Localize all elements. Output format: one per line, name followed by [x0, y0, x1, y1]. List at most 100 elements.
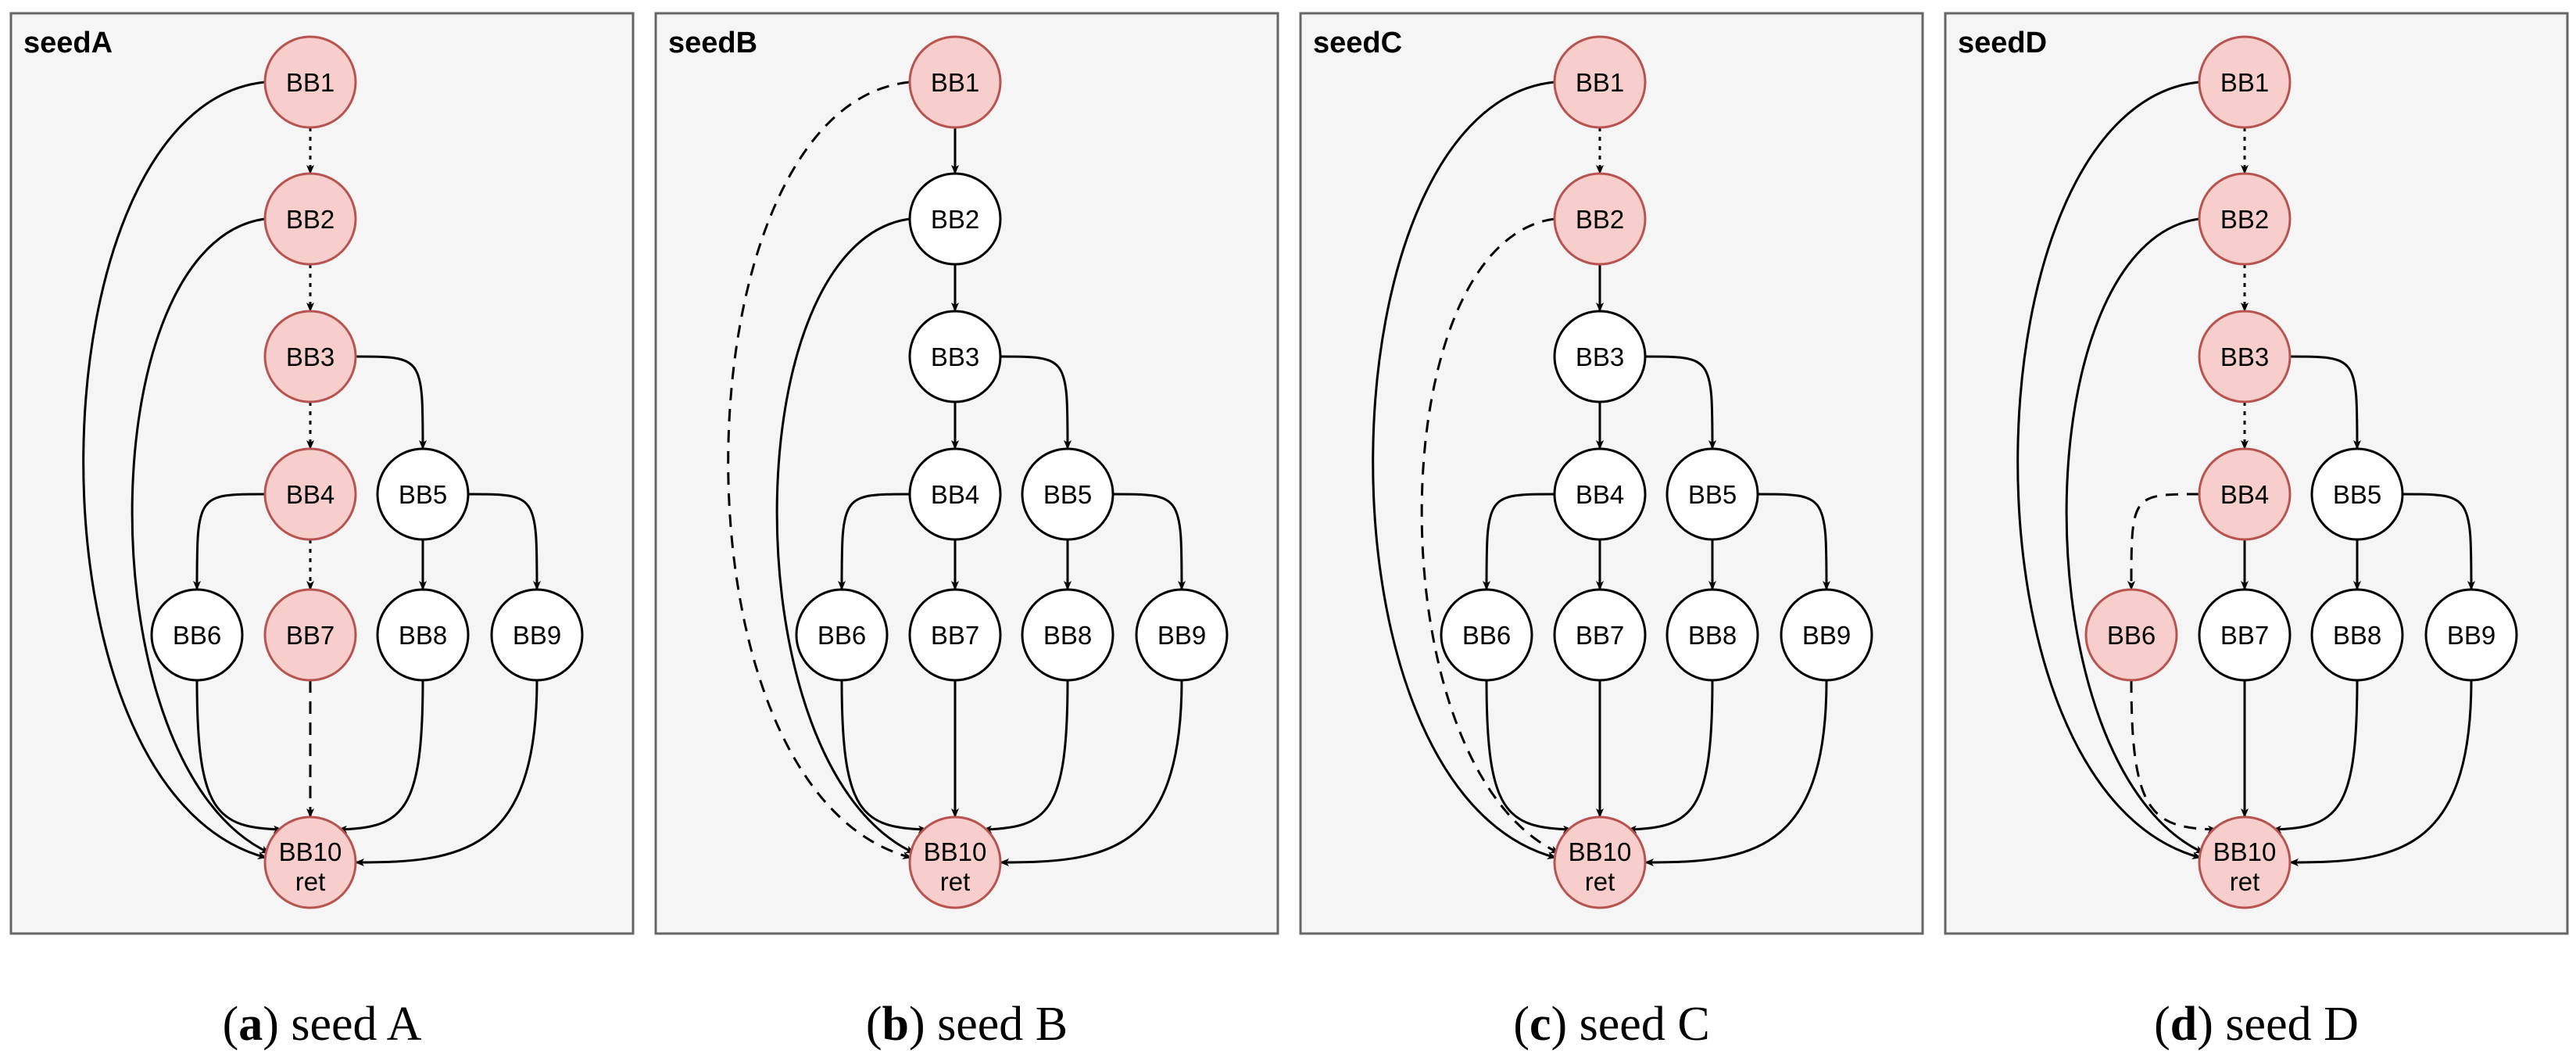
edge-bb1-bb10 [1372, 81, 1557, 860]
node-circle [1021, 447, 1114, 541]
edge-bb1-bb10 [2016, 81, 2202, 860]
node-label: BB2 [1576, 205, 1624, 234]
node-circle [263, 447, 357, 541]
node-label: BB5 [1688, 480, 1737, 509]
node-bb6: BB6 [795, 588, 889, 682]
caption-text: seed D [2225, 998, 2358, 1051]
node-label: BB10 [924, 837, 987, 866]
node-circle [908, 310, 1002, 403]
panel-caption: (b) seed B [866, 998, 1068, 1051]
node-circle [1021, 588, 1114, 682]
node-circle [2084, 588, 2178, 682]
caption-text: seed C [1580, 998, 1710, 1051]
caption-close-paren: ) [909, 998, 937, 1051]
node-bb7: BB7 [1553, 588, 1647, 682]
edge-bb5-bb9 [1112, 493, 1186, 590]
node-circle [1780, 588, 1873, 682]
node-circle [150, 588, 244, 682]
node-circle [2310, 447, 2404, 541]
caption-letter: c [1530, 998, 1551, 1051]
node-sublabel: ret [1585, 867, 1615, 896]
edges [2016, 81, 2475, 866]
node-label: BB7 [1576, 621, 1624, 650]
edges [727, 81, 1186, 866]
node-label: BB8 [2333, 621, 2381, 650]
edge-bb3-bb5 [2289, 355, 2361, 450]
caption-text: seed A [291, 998, 421, 1051]
caption-letter: d [2170, 998, 2197, 1051]
node-circle [2198, 172, 2292, 266]
node-bb5: BB5 [1021, 447, 1114, 541]
caption-text: seed B [937, 998, 1068, 1051]
node-label: BB10 [1569, 837, 1632, 866]
node-label: BB4 [931, 480, 979, 509]
node-bb9: BB9 [490, 588, 584, 682]
node-circle [1553, 447, 1647, 541]
node-label: BB1 [286, 68, 335, 97]
node-label: BB3 [286, 342, 335, 371]
node-circle [1440, 588, 1533, 682]
edge-bb6-bb10 [2130, 679, 2217, 833]
node-bb2: BB2 [1553, 172, 1647, 266]
node-bb5: BB5 [1665, 447, 1759, 541]
node-bb4: BB4 [908, 447, 1002, 541]
edge-bb9-bb10 [1000, 679, 1183, 866]
edge-bb4-bb6 [838, 493, 911, 590]
edge-bb6-bb10 [195, 679, 283, 833]
caption-open-paren: ( [1513, 998, 1530, 1051]
node-label: BB8 [1688, 621, 1737, 650]
edge-bb3-bb5 [1000, 355, 1072, 450]
edge-bb2-bb10 [131, 217, 270, 855]
node-circle [908, 35, 1002, 129]
node-bb8: BB8 [1021, 588, 1114, 682]
node-bb4: BB4 [1553, 447, 1647, 541]
node-circle [490, 588, 584, 682]
node-label: BB1 [2220, 68, 2269, 97]
node-circle [2310, 588, 2404, 682]
edge-bb8-bb10 [1627, 679, 1714, 833]
node-label: BB1 [931, 68, 979, 97]
panel-label: seedB [668, 27, 757, 59]
node-circle [908, 815, 1002, 909]
node-circle [908, 447, 1002, 541]
node-bb7: BB7 [908, 588, 1002, 682]
node-label: BB8 [1043, 621, 1092, 650]
node-circle [263, 172, 357, 266]
edge-bb6-bb10 [840, 679, 928, 833]
caption-close-paren: ) [1551, 998, 1580, 1051]
node-label: BB4 [286, 480, 335, 509]
edge-bb5-bb9 [2402, 493, 2475, 590]
node-label: BB5 [2333, 480, 2381, 509]
node-label: BB9 [1802, 621, 1851, 650]
node-bb3: BB3 [263, 310, 357, 403]
node-circle [2198, 35, 2292, 129]
node-sublabel: ret [940, 867, 971, 896]
edge-bb8-bb10 [2272, 679, 2359, 833]
caption-letter: a [238, 998, 263, 1051]
edge-bb3-bb5 [1644, 355, 1716, 450]
node-circle [795, 588, 889, 682]
caption-letter: b [882, 998, 908, 1051]
node-circle [263, 588, 357, 682]
caption-open-paren: ( [2154, 998, 2170, 1051]
node-bb3: BB3 [1553, 310, 1647, 403]
panel-caption: (c) seed C [1513, 998, 1709, 1051]
node-circle [1553, 310, 1647, 403]
node-bb3: BB3 [908, 310, 1002, 403]
node-label: BB6 [818, 621, 866, 650]
node-label: BB5 [1043, 480, 1092, 509]
edge-bb3-bb5 [355, 355, 427, 450]
node-label: BB6 [2107, 621, 2156, 650]
caption-close-paren: ) [263, 998, 291, 1051]
node-bb1: BB1 [1553, 35, 1647, 129]
node-circle [1553, 35, 1647, 129]
node-label: BB4 [1576, 480, 1624, 509]
node-label: BB4 [2220, 480, 2269, 509]
edge-bb9-bb10 [355, 679, 538, 866]
